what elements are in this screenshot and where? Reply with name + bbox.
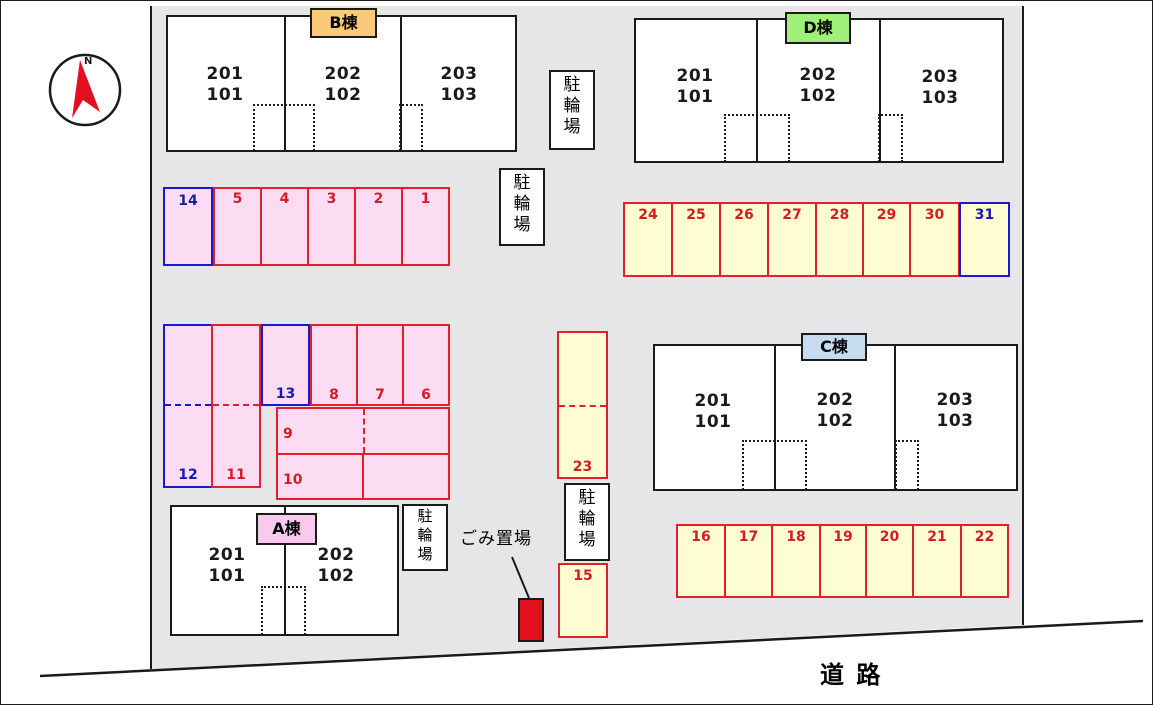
parking-space-30: 30 [909, 202, 960, 277]
building-b-unit-1 [168, 17, 286, 150]
building-b-entrance-2 [399, 104, 423, 151]
building-c-unit-1 [655, 346, 776, 489]
bicycle-parking-4: 駐 輪 場 [564, 483, 610, 561]
building-d-label: D棟 [785, 12, 851, 44]
building-b-unit-2 [286, 17, 402, 150]
parking-space-24: 24 [623, 202, 673, 277]
road-label: 道 路 [820, 661, 883, 689]
building-d-unit-1 [636, 20, 758, 161]
parking-space-17: 17 [724, 524, 773, 598]
building-a-unit-1 [172, 507, 286, 634]
parking-space-6: 6 [402, 324, 450, 406]
parking-space-13: 13 [261, 324, 310, 406]
parking-space-19: 19 [819, 524, 867, 598]
parking-space-29: 29 [862, 202, 911, 277]
building-a-label: A棟 [256, 513, 317, 545]
road-edge [39, 619, 1144, 678]
building-d-entrance [724, 114, 790, 162]
building-c [653, 344, 1018, 491]
parking-space-11: 11 [211, 324, 261, 488]
parking-space-26: 26 [719, 202, 769, 277]
parking-space-2: 2 [354, 187, 403, 266]
parking-space-20: 20 [865, 524, 914, 598]
parking-space-15: 15 [558, 563, 608, 638]
building-b-entrance [253, 104, 315, 151]
parking-space-27: 27 [767, 202, 817, 277]
parking-space-16: 16 [676, 524, 726, 598]
building-c-entrance-2 [895, 440, 919, 490]
building-a-entrance [261, 586, 306, 635]
building-d-unit-2 [758, 20, 881, 161]
building-c-entrance [742, 440, 807, 490]
parking-space-9: 9 [276, 407, 450, 455]
parking-space-14: 14 [163, 187, 213, 266]
compass-north-label: N [84, 56, 92, 67]
building-c-label: C棟 [801, 333, 867, 361]
parking-space-22: 22 [960, 524, 1009, 598]
parking-space-3: 3 [307, 187, 356, 266]
parking-space-5: 5 [213, 187, 262, 266]
parking-space-4: 4 [260, 187, 309, 266]
compass-icon: N [48, 53, 122, 127]
parking-space-21: 21 [912, 524, 962, 598]
parking-space-12: 12 [163, 324, 213, 488]
bicycle-parking-3: 駐 輪 場 [402, 504, 448, 571]
parking-space-28: 28 [815, 202, 864, 277]
garbage-pointer-line [511, 556, 530, 599]
building-c-unit-2 [776, 346, 896, 489]
parking-space-18: 18 [771, 524, 821, 598]
parking-space-10: 10 [276, 453, 450, 500]
parking-space-7: 7 [356, 324, 404, 406]
parking-space-25: 25 [671, 202, 721, 277]
bicycle-parking-2: 駐 輪 場 [499, 168, 545, 246]
garbage-area-label: ごみ置場 [460, 529, 532, 549]
building-d-entrance-2 [878, 114, 903, 162]
garbage-area [518, 598, 544, 642]
parking-space-31: 31 [959, 202, 1010, 277]
bicycle-parking-1: 駐 輪 場 [549, 70, 595, 150]
building-b-label: B棟 [310, 8, 377, 38]
parking-space-1: 1 [401, 187, 450, 266]
parking-space-8: 8 [310, 324, 358, 406]
parking-space-23: 23 [557, 331, 608, 479]
